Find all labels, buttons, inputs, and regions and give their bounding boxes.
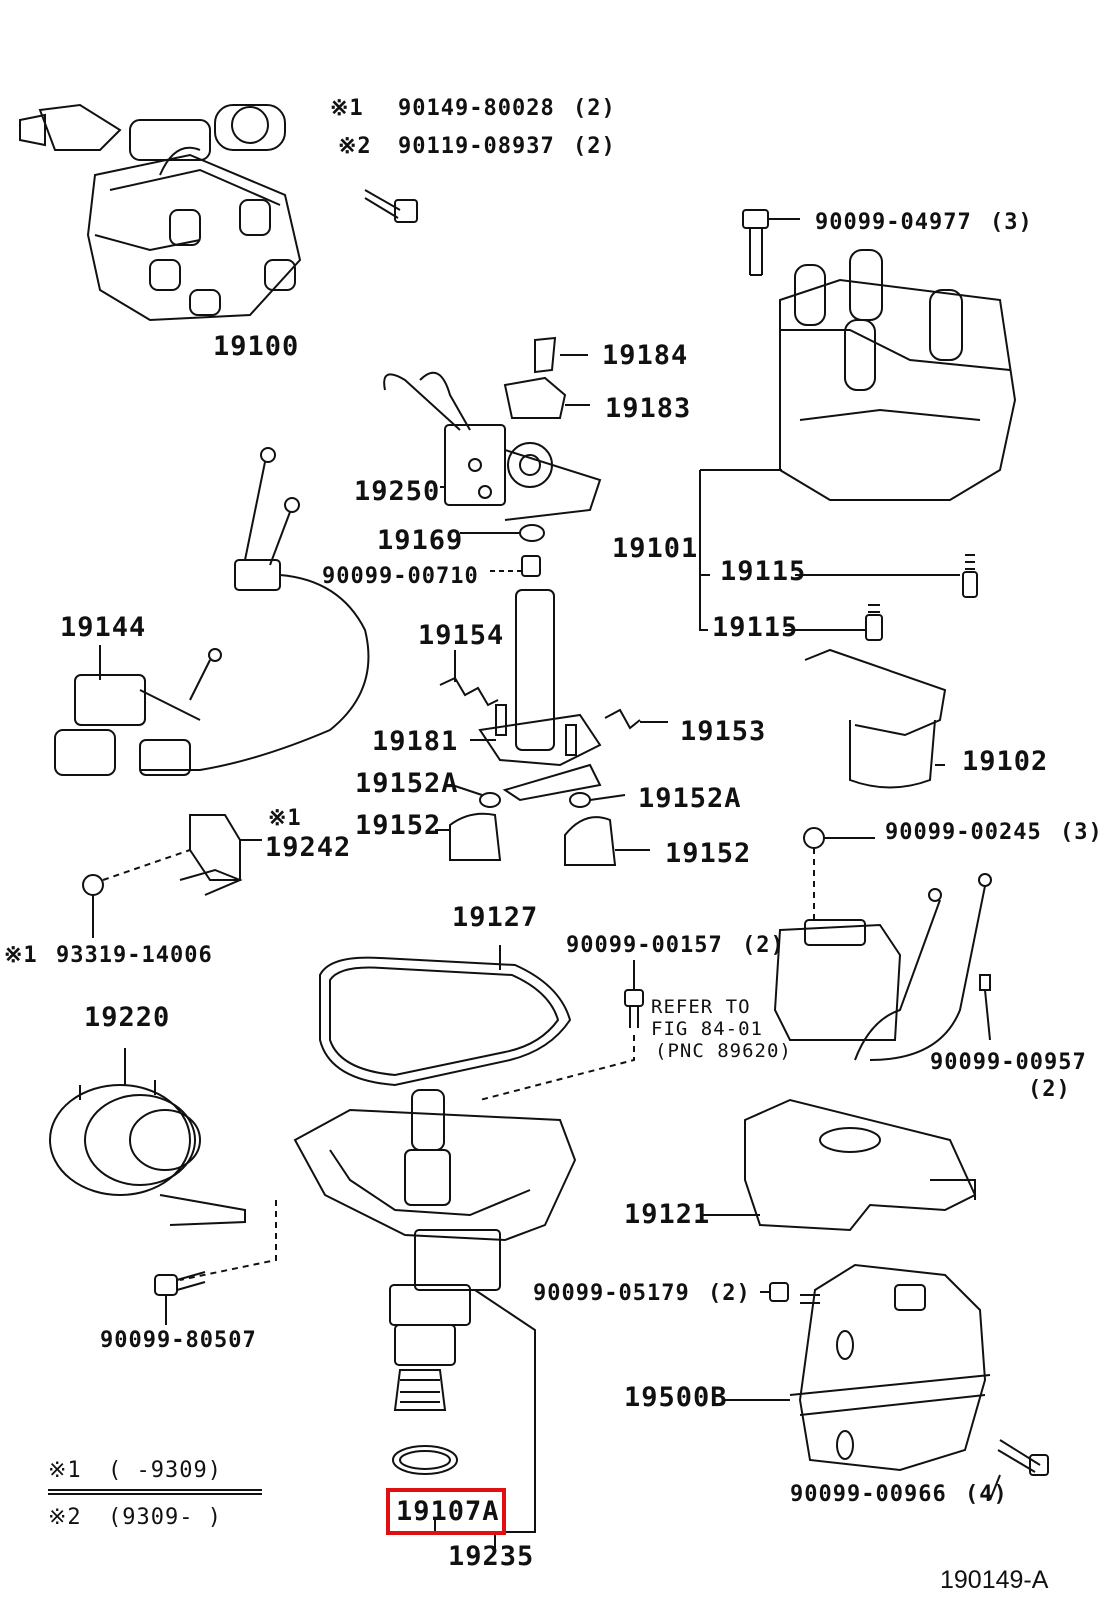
part-90099-80507: 90099-80507 (100, 1328, 257, 1353)
part-19152-left: 19152 (355, 810, 442, 841)
part-19220: 19220 (84, 1002, 171, 1033)
part-19107A[interactable]: 19107A (396, 1496, 500, 1527)
mark-19242: ※1 (268, 806, 302, 831)
distributor-housing-drawing (295, 1090, 575, 1410)
note2-mark: ※2 (338, 134, 372, 159)
part-19121: 19121 (624, 1199, 711, 1230)
part-90099-04977: 90099-04977 (815, 210, 972, 235)
part-19152-right: 19152 (665, 838, 752, 869)
igniter-19500B-drawing (725, 1265, 990, 1470)
washer-screw-drawing (460, 525, 544, 576)
igniter-wiring-drawing (775, 828, 991, 1060)
part-19152A-left: 19152A (355, 768, 459, 799)
bolt-80507-drawing (155, 1272, 205, 1325)
part-19100: 19100 (213, 331, 300, 362)
part-90099-00957: 90099-00957 (930, 1050, 1087, 1075)
qty-90099-04977: (3) (990, 210, 1033, 235)
highlight-box-19107A[interactable] (386, 1488, 506, 1535)
part-19154: 19154 (418, 620, 505, 651)
legend-mark-2: ※2 (48, 1505, 82, 1530)
qty-90099-00157: (2) (742, 933, 785, 958)
part-90099-00245: 90099-00245 (885, 820, 1042, 845)
refer-line-3: (PNC 89620) (655, 1040, 792, 1062)
bracket-19242-drawing (83, 815, 262, 938)
part-19153: 19153 (680, 716, 767, 747)
part-19101: 19101 (612, 533, 699, 564)
part-19152A-right: 19152A (638, 783, 742, 814)
governor-weights-drawing (435, 785, 650, 865)
bolt-drawing (365, 190, 417, 222)
cover-19121-drawing (700, 1100, 975, 1230)
o-ring-19107A-drawing (393, 1446, 457, 1474)
refer-line-1: REFER TO (651, 996, 751, 1018)
part-19184: 19184 (602, 340, 689, 371)
part-19115-spring: 19115 (720, 556, 807, 587)
part-19183: 19183 (605, 393, 692, 424)
part-90099-05179: 90099-05179 (533, 1281, 690, 1306)
qty-90099-00957: (2) (1028, 1077, 1071, 1102)
note1-mark: ※1 (330, 96, 364, 121)
part-19144: 19144 (60, 612, 147, 643)
legend-text-2: (9309- ) (108, 1505, 222, 1530)
part-19250: 19250 (354, 476, 441, 507)
figure-id: 190149-A (940, 1566, 1049, 1594)
screw-00966-drawing (990, 1440, 1048, 1500)
vacuum-advance-drawing (50, 1048, 276, 1280)
governor-shaft-drawing (440, 590, 668, 800)
screw-04977-drawing (743, 210, 800, 275)
part-19127: 19127 (452, 902, 539, 933)
carbon-spring-drawing (700, 470, 977, 640)
legend-rules (48, 1490, 262, 1494)
part-19115-carbon: 19115 (712, 612, 799, 643)
rotor-drawing (805, 650, 945, 788)
part-19500B: 19500B (624, 1382, 728, 1413)
gasket-drawing (320, 945, 570, 1085)
note1-quantity: (2) (573, 96, 616, 121)
distributor-assembly-drawing (20, 105, 300, 320)
screw-05179-drawing (760, 1283, 820, 1303)
part-93319-14006: 93319-14006 (56, 943, 213, 968)
part-19181: 19181 (372, 726, 459, 757)
part-19242: 19242 (265, 832, 352, 863)
wiring-harness-drawing (55, 448, 368, 775)
qty-90099-00245: (3) (1060, 820, 1103, 845)
refer-line-2: FIG 84-01 (651, 1018, 763, 1040)
note1-part-number: 90149-80028 (398, 96, 555, 121)
screw-00157-drawing (480, 960, 643, 1100)
part-90099-00157: 90099-00157 (566, 933, 723, 958)
qty-90099-00966: (4) (965, 1482, 1008, 1507)
part-19102: 19102 (962, 746, 1049, 777)
distributor-cap-drawing (780, 250, 1015, 500)
part-90099-00710: 90099-00710 (322, 564, 479, 589)
note2-quantity: (2) (573, 134, 616, 159)
part-90099-00966: 90099-00966 (790, 1482, 947, 1507)
legend-mark-1: ※1 (48, 1458, 82, 1483)
note2-part-number: 90119-08937 (398, 134, 555, 159)
legend-text-1: ( -9309) (108, 1458, 222, 1483)
leader-19235 (435, 1290, 535, 1550)
pickup-assembly-drawing (384, 338, 600, 520)
part-19235: 19235 (448, 1541, 535, 1572)
qty-90099-05179: (2) (708, 1281, 751, 1306)
part-19169: 19169 (377, 525, 464, 556)
mark-93319: ※1 (4, 943, 38, 968)
